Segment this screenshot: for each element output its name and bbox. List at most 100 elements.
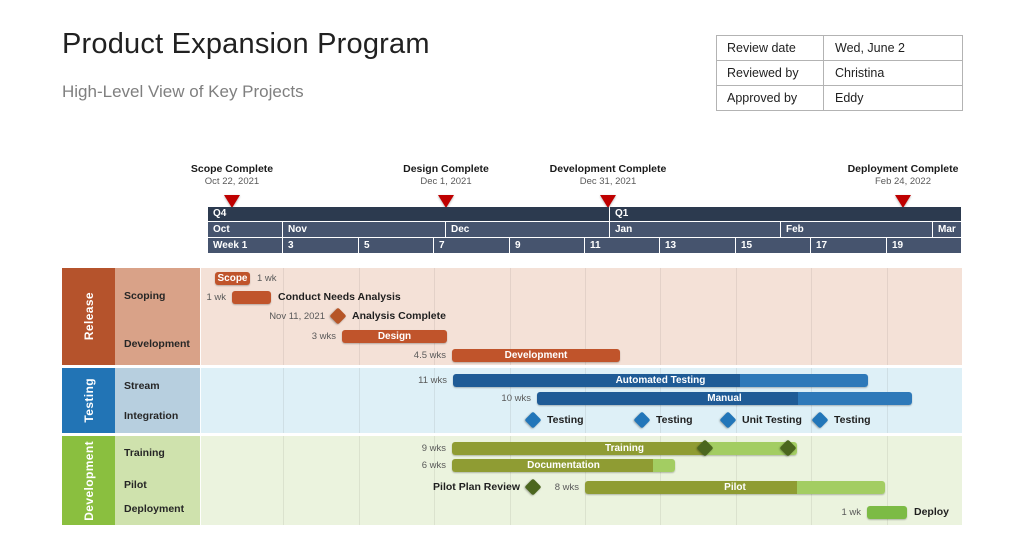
milestone-triangle-marker[interactable] [224,195,240,208]
top-milestone-name: Scope Complete [190,163,274,175]
review-table: Review date Wed, June 2 Reviewed by Christi… [716,35,963,111]
milestone-triangle-marker[interactable] [600,195,616,208]
week-gridline [283,268,284,365]
review-field-value: Wed, June 2 [835,41,905,55]
task-duration-label: 10 wks [501,392,531,404]
top-milestone-name: Development Complete [549,163,667,175]
task-duration-label: 1 wk [257,272,277,284]
week-gridline [887,268,888,365]
gantt-bar-segment [453,373,740,387]
top-milestone-name: Design Complete [403,163,489,175]
timeline-week-cell: 13 [660,238,735,253]
timeline-month-cell: Feb [781,222,932,237]
gantt-bar-segment [705,441,797,455]
gantt-bar-title: Scope [217,272,248,284]
gantt-bar-segment [797,480,885,494]
swimlane-label-column [115,436,200,525]
swimlane-header-label: Testing [81,378,96,423]
milestone-name-label: Testing [656,413,693,426]
gantt-bar-segment [585,480,797,494]
task-duration-label: 3 wks [311,330,336,342]
gantt-bar-segment [653,458,675,472]
week-gridline [359,368,360,433]
gantt-bar-title: Documentation [527,459,600,471]
milestone-date-label: Nov 11, 2021 [269,310,325,322]
review-field-value: Eddy [835,91,864,105]
timeline-week-cell: 7 [434,238,509,253]
page-subtitle: High-Level View of Key Projects [62,82,304,101]
gantt-bar-segment [537,391,798,405]
task-row-label: Training [124,447,165,459]
task-name-label: Deploy [914,505,950,518]
gantt-task-bar[interactable]: Development [452,348,620,362]
task-name-label: Conduct Needs Analysis [278,290,401,303]
gantt-bar-segment [798,391,912,405]
task-row-label: Development [124,338,190,350]
swimlane-header-label: Development [81,440,96,521]
swimlane-header: Development [62,436,115,525]
timeline-month-cell: Mar [933,222,961,237]
week-gridline [736,268,737,365]
gantt-task-bar[interactable]: Pilot [585,480,885,494]
milestone-triangle-marker[interactable] [438,195,454,208]
gantt-task-bar[interactable]: Training [452,441,797,455]
gantt-task-bar[interactable] [232,290,271,304]
milestone-name-label: Analysis Complete [352,309,446,322]
top-milestone-name: Deployment Complete [847,163,959,175]
task-row-label: Pilot [124,479,147,491]
timeline-week-cell: 15 [736,238,810,253]
gantt-task-bar[interactable]: Documentation [452,458,675,472]
review-field-value: Christina [835,66,885,80]
week-gridline [359,268,360,365]
week-gridline [434,268,435,365]
swimlane-header-label: Release [81,292,96,341]
task-row-label: Stream [124,380,160,392]
timeline-quarter-cell: Q1 [610,207,961,221]
task-duration-label: 1 wk [206,291,226,303]
week-gridline [283,368,284,433]
task-duration-label: 8 wks [554,481,579,493]
timeline-week-cell: 17 [811,238,886,253]
review-table-row: Approved by Eddy [717,86,962,110]
gantt-bar-segment [740,373,868,387]
timeline-month-cell: Dec [446,222,609,237]
top-milestone-date: Dec 1, 2021 [420,176,472,187]
gantt-task-bar[interactable]: Manual [537,391,912,405]
milestone-triangle-marker[interactable] [895,195,911,208]
timeline-quarter-cell: Q4 [208,207,609,221]
gantt-task-bar[interactable] [867,505,907,519]
task-row-label: Scoping [124,290,166,302]
swimlane-label-column [115,368,200,433]
page-title: Product Expansion Program [62,28,430,60]
gantt-task-bar[interactable]: Design [342,329,447,343]
task-duration-label: 9 wks [421,442,446,454]
week-gridline [510,436,511,525]
review-field-label: Approved by [717,86,824,110]
gantt-bar-segment [452,458,653,472]
review-field-label: Review date [717,36,824,60]
task-duration-label: 6 wks [421,459,446,471]
gantt-task-bar[interactable]: Scope [215,271,250,285]
top-milestone-date: Dec 31, 2021 [579,176,637,187]
week-gridline [510,368,511,433]
gantt-bar-title: Manual [707,392,742,404]
timeline-week-cell: 11 [585,238,659,253]
milestone-name-label: Testing [834,413,871,426]
gantt-bar-segment [452,441,705,455]
week-gridline [585,268,586,365]
timeline-month-cell: Nov [283,222,445,237]
review-field-label: Reviewed by [717,61,824,85]
task-duration-label: 11 wks [418,374,447,386]
milestone-name-label: Unit Testing [742,413,802,426]
review-table-row: Reviewed by Christina [717,61,962,86]
week-gridline [510,268,511,365]
week-gridline [811,268,812,365]
timeline-month-cell: Oct [208,222,282,237]
week-gridline [359,436,360,525]
timeline-week-cell: Week 1 [208,238,282,253]
gantt-task-bar[interactable]: Automated Testing [453,373,868,387]
timeline-week-cell: 9 [510,238,584,253]
review-table-row: Review date Wed, June 2 [717,36,962,61]
swimlane-header: Testing [62,368,115,433]
